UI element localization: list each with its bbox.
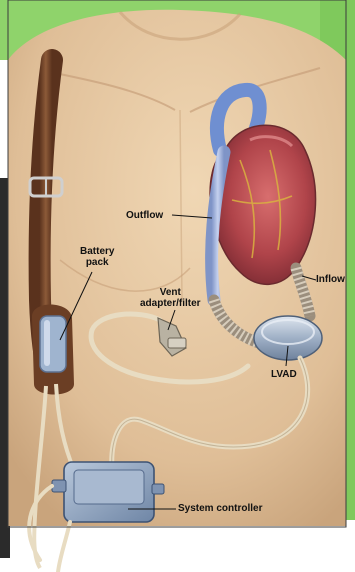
label-lvad: LVAD [271,369,297,380]
controller-connector-left [52,480,66,492]
label-vent-adapter-filter: Vent adapter/filter [140,287,201,309]
label-battery-pack-line2: pack [80,257,114,268]
controller-face [74,470,144,504]
controller-connector-right [152,484,164,494]
battery-pack [40,316,66,372]
label-outflow: Outflow [126,210,163,221]
label-vent-line1: Vent [140,287,201,298]
label-system-controller: System controller [178,503,262,514]
vent-filter-body [168,338,186,348]
label-vent-line2: adapter/filter [140,298,201,309]
battery-pack-highlight [44,320,50,366]
label-battery-pack: Battery pack [80,246,114,268]
label-inflow: Inflow [316,274,345,285]
label-battery-pack-line1: Battery [80,246,114,257]
